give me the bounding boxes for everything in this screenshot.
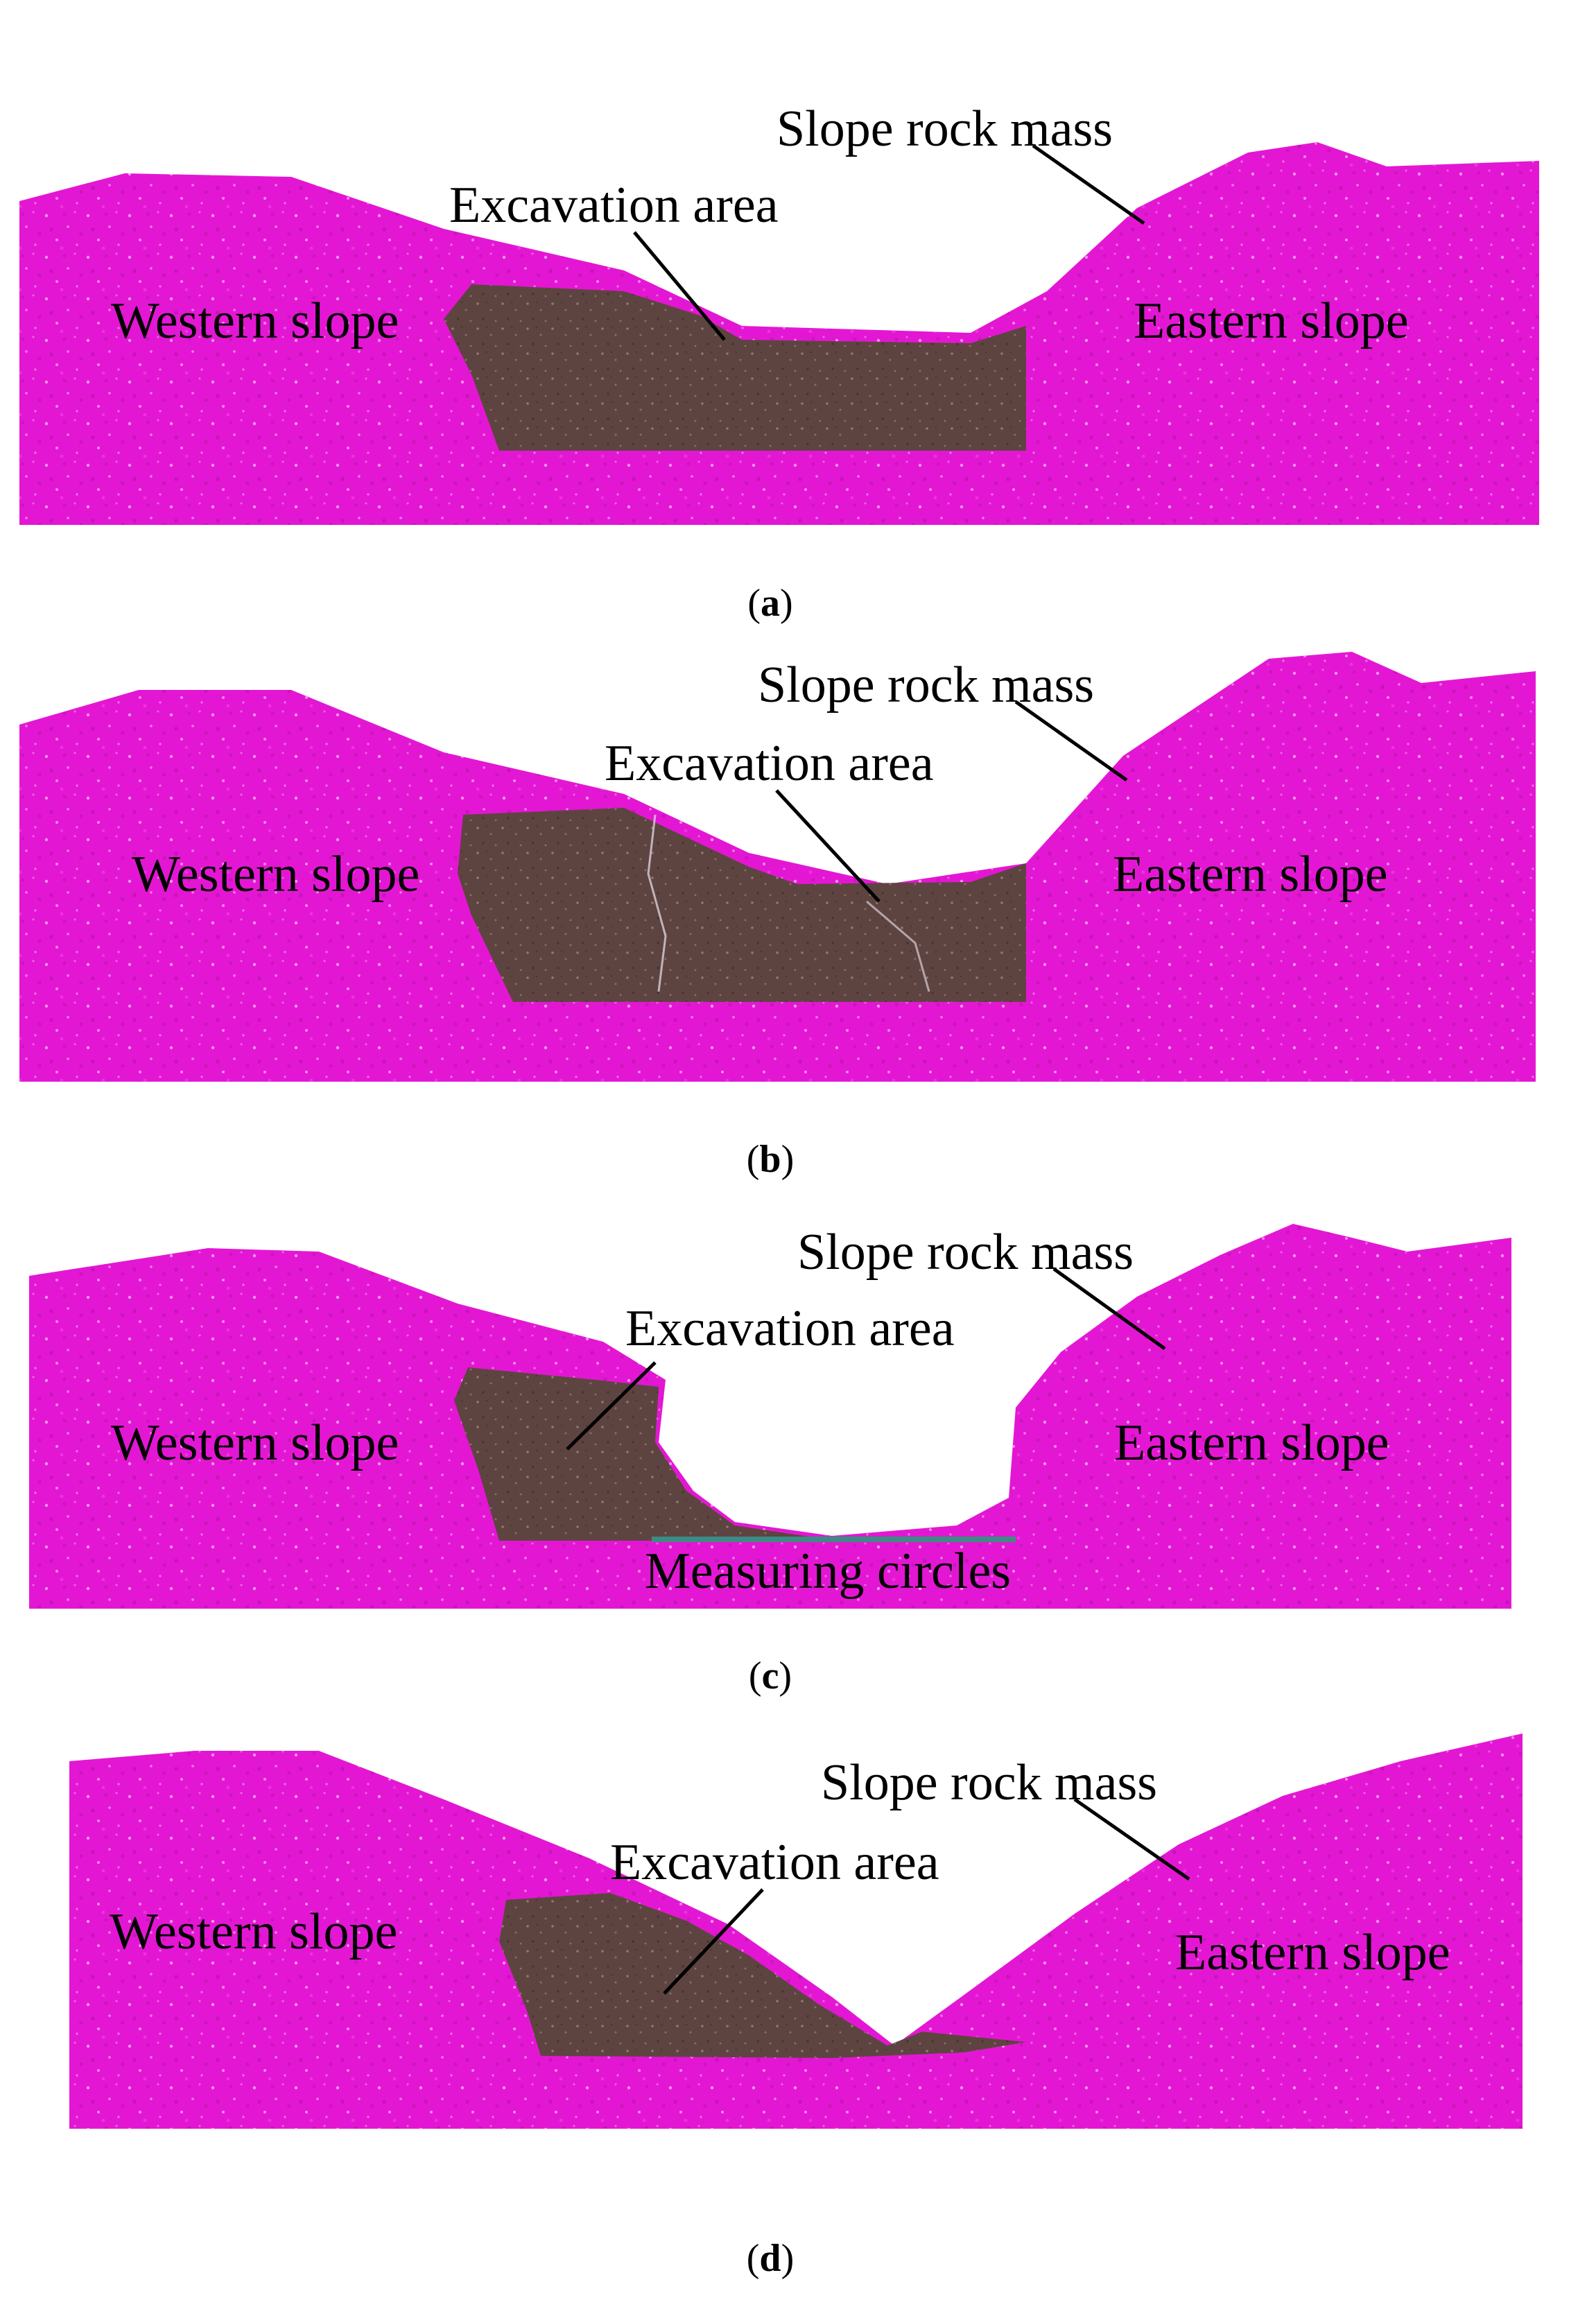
western-slope-label: Western slope — [111, 1415, 399, 1471]
panel-caption: (c) — [749, 1654, 792, 1697]
western-slope-label: Western slope — [111, 293, 399, 349]
panel-caption: (b) — [747, 1138, 794, 1181]
slope-rock-mass-label: Slope rock mass — [821, 1754, 1157, 1811]
panel-caption: (a) — [747, 582, 792, 625]
excavation-area-leader — [566, 1361, 657, 1451]
measuring-circles-label: Measuring circles — [645, 1543, 1011, 1600]
eastern-slope-label: Eastern slope — [1134, 293, 1409, 349]
slope-rock-mass-area — [19, 142, 1539, 525]
excavation-area-label: Excavation area — [625, 1300, 955, 1357]
excavation-area-region — [454, 1367, 818, 1541]
slope-rock-mass-leader — [1052, 1267, 1166, 1351]
slope-rock-mass-leader — [1032, 144, 1145, 225]
excavation-area-region — [499, 1893, 1026, 2058]
excavation-area-region — [458, 808, 1026, 1002]
slope-rock-mass-leader — [1073, 1797, 1190, 1881]
excavation-area-leader — [775, 789, 881, 903]
excavation-area-label: Excavation area — [610, 1834, 939, 1891]
excavation-area-region — [444, 284, 1026, 451]
eastern-slope-label: Eastern slope — [1113, 846, 1388, 903]
excavation-area-leader — [633, 231, 726, 341]
slope-rock-mass-label: Slope rock mass — [777, 101, 1113, 157]
panel-d: Slope rock mass Excavation area Western … — [69, 1733, 1523, 2280]
western-slope-label: Western slope — [132, 846, 419, 903]
excavation-area-label: Excavation area — [449, 177, 779, 234]
slope-rock-mass-area — [29, 1224, 1511, 1609]
slope-rock-mass-label: Slope rock mass — [797, 1224, 1134, 1281]
slope-rock-mass-leader — [1014, 700, 1128, 782]
panel-a: Slope rock mass Excavation area Western … — [19, 101, 1539, 625]
excavation-area-leader — [663, 1888, 764, 1995]
western-slope-label: Western slope — [110, 1903, 397, 1960]
slope-rock-mass-area — [19, 652, 1536, 1082]
panel-c: Slope rock mass Excavation area Western … — [29, 1224, 1511, 1697]
excavation-area-label: Excavation area — [605, 735, 934, 792]
slope-rock-mass-label: Slope rock mass — [758, 657, 1094, 714]
eastern-slope-label: Eastern slope — [1114, 1415, 1389, 1471]
panel-caption: (d) — [747, 2237, 794, 2280]
panel-b: Slope rock mass Excavation area Western … — [19, 652, 1536, 1181]
eastern-slope-label: Eastern slope — [1175, 1924, 1450, 1981]
slope-rock-mass-area — [69, 1733, 1523, 2129]
